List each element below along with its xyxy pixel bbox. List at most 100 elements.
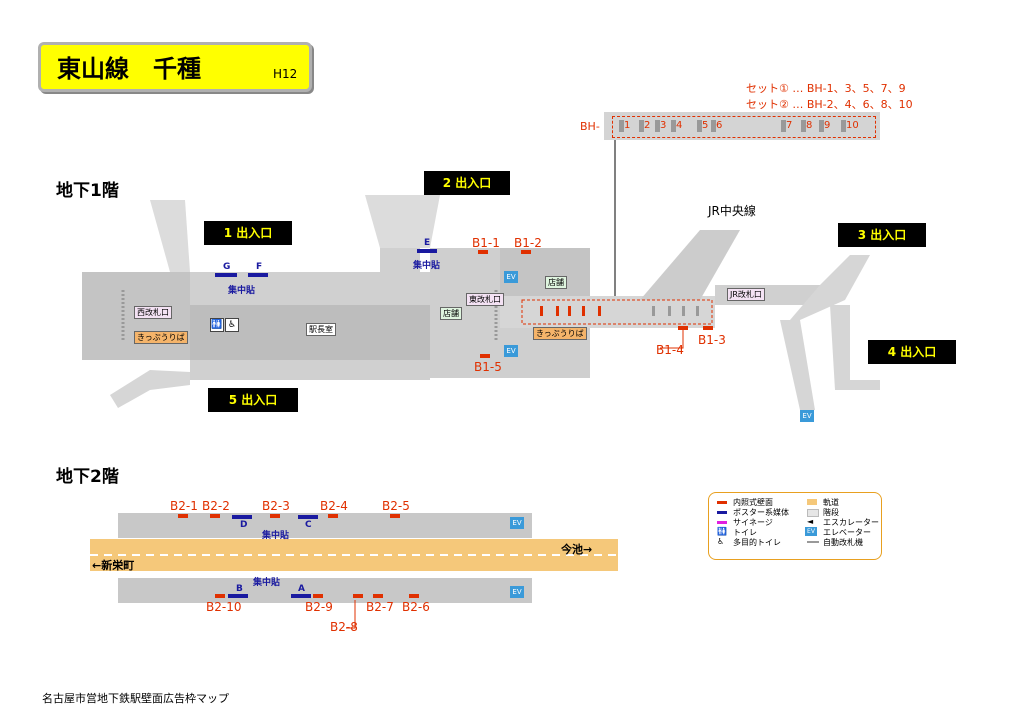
floor-label-b1: 地下1階 [56,181,119,201]
ad-b1-4-mark [678,326,688,330]
ad-b2-3[interactable]: B2-3 [262,499,290,513]
ad-b1-3[interactable]: B1-3 [698,333,726,347]
poster-e-mark[interactable] [417,249,437,253]
poster-b-mark[interactable] [228,594,248,598]
bh-slot-6[interactable]: 6 [716,120,723,131]
title-box: 東山線 千種 H12 [38,42,312,92]
poster-d-label: D [240,520,248,530]
ad-b2-1-mark [178,514,188,518]
legend-track: 軌道 [823,498,839,507]
bh-slot-9[interactable]: 9 [824,120,831,131]
poster-a-mark[interactable] [291,594,311,598]
bh-slot-8[interactable]: 8 [806,120,813,131]
b1-bh-mark [556,306,559,316]
ad-b2-1[interactable]: B2-1 [170,499,198,513]
ev-b1-south: EV [504,345,518,357]
poster-f-mark[interactable] [248,273,268,277]
bh-slot-mark [671,120,676,132]
shuchu-b1-east: 集中貼 [413,261,441,271]
ad-b2-4[interactable]: B2-4 [320,499,348,513]
bh-strip-frame [612,116,876,138]
poster-g-mark[interactable] [215,273,237,277]
kippu-east[interactable]: きっぷうりば [533,327,587,340]
ad-b1-2-mark [521,250,531,254]
bh-slot-mark [655,120,660,132]
poster-d-mark[interactable] [232,515,252,519]
station-code: H12 [273,67,298,81]
bh-slot-mark [801,120,806,132]
legend-elevator: エレベーター [823,528,871,537]
bh-slot-1[interactable]: 1 [624,120,631,131]
bh-slot-3[interactable]: 3 [660,120,667,131]
legend-poster-swatch [717,511,727,514]
exit-3[interactable]: 3 出入口 [838,223,926,247]
legend-ev-icon: EV [805,527,817,536]
ad-b2-5[interactable]: B2-5 [382,499,410,513]
ad-b2-3-mark [270,514,280,518]
exit-1[interactable]: 1 出入口 [204,221,292,245]
legend-gate: 自動改札機 [823,538,863,547]
ad-b1-5[interactable]: B1-5 [474,360,502,374]
ad-b2-7[interactable]: B2-7 [366,600,394,614]
bh-slot-mark [841,120,846,132]
exit-5[interactable]: 5 出入口 [208,388,298,412]
poster-a-label: A [298,584,305,594]
poster-c-mark[interactable] [298,515,318,519]
ad-b2-10-mark [215,594,225,598]
legend: 内照式壁面 ポスター系媒体 サイネージ 🚻 トイレ ♿ 多目的トイレ 軌道 階段… [708,492,882,560]
west-gate: 西改札口 [134,306,172,319]
bh-slot-10[interactable]: 10 [846,120,859,131]
ad-b1-1[interactable]: B1-1 [472,236,500,250]
set1-label: セット① … BH-1、3、5、7、9 [746,82,906,95]
shop-2: 店舗 [545,276,567,289]
toilet-icon: 🚻 [210,318,224,332]
shop-1: 店舗 [440,307,462,320]
poster-b-label: B [236,584,243,594]
exit-2[interactable]: 2 出入口 [424,171,510,195]
direction-right: 今池→ [561,543,593,556]
bh-slot-mark [819,120,824,132]
b1-bh-mark [582,306,585,316]
b1-bh-mark [652,306,655,316]
east-gate: 東改札口 [466,293,504,306]
ad-b2-8-mark [353,594,363,598]
ad-b2-10[interactable]: B2-10 [206,600,242,614]
b1-bh-mark [598,306,601,316]
bh-slot-2[interactable]: 2 [644,120,651,131]
escalator-icon: ◄ [807,517,814,526]
kippu-west[interactable]: きっぷうりば [134,331,188,344]
bh-slot-7[interactable]: 7 [786,120,793,131]
ev-b1-east: EV [800,410,814,422]
ad-b2-7-mark [373,594,383,598]
legend-escalator: エスカレーター [823,518,879,527]
ad-b2-6[interactable]: B2-6 [402,600,430,614]
legend-stairs: 階段 [823,508,839,517]
ad-b1-5-mark [480,354,490,358]
b1-bh-mark [540,306,543,316]
bh-slot-4[interactable]: 4 [676,120,683,131]
bh-slot-mark [711,120,716,132]
ev-b2-top: EV [510,517,524,529]
legend-signage-swatch [717,521,727,524]
ad-b1-4[interactable]: B1-4 [656,343,684,357]
ev-b1-north: EV [504,271,518,283]
toilet-icon: 🚻 [717,527,727,536]
bh-slot-mark [619,120,624,132]
ad-b1-3-mark [703,326,713,330]
bh-slot-5[interactable]: 5 [702,120,709,131]
ad-b2-9[interactable]: B2-9 [305,600,333,614]
poster-c-label: C [305,520,312,530]
bh-slot-mark [781,120,786,132]
ad-b2-8[interactable]: B2-8 [330,620,358,634]
legend-inner: 内照式壁面 [733,498,773,507]
ev-b2-bottom: EV [510,586,524,598]
jr-line-label: JR中央線 [708,204,756,218]
ad-b2-2[interactable]: B2-2 [202,499,230,513]
bh-prefix: BH- [580,120,600,133]
shuchu-b1-west: 集中貼 [228,286,256,296]
legend-stairs-swatch [807,509,819,517]
bh-slot-mark [639,120,644,132]
exit-4[interactable]: 4 出入口 [868,340,956,364]
ad-b1-2[interactable]: B1-2 [514,236,542,250]
